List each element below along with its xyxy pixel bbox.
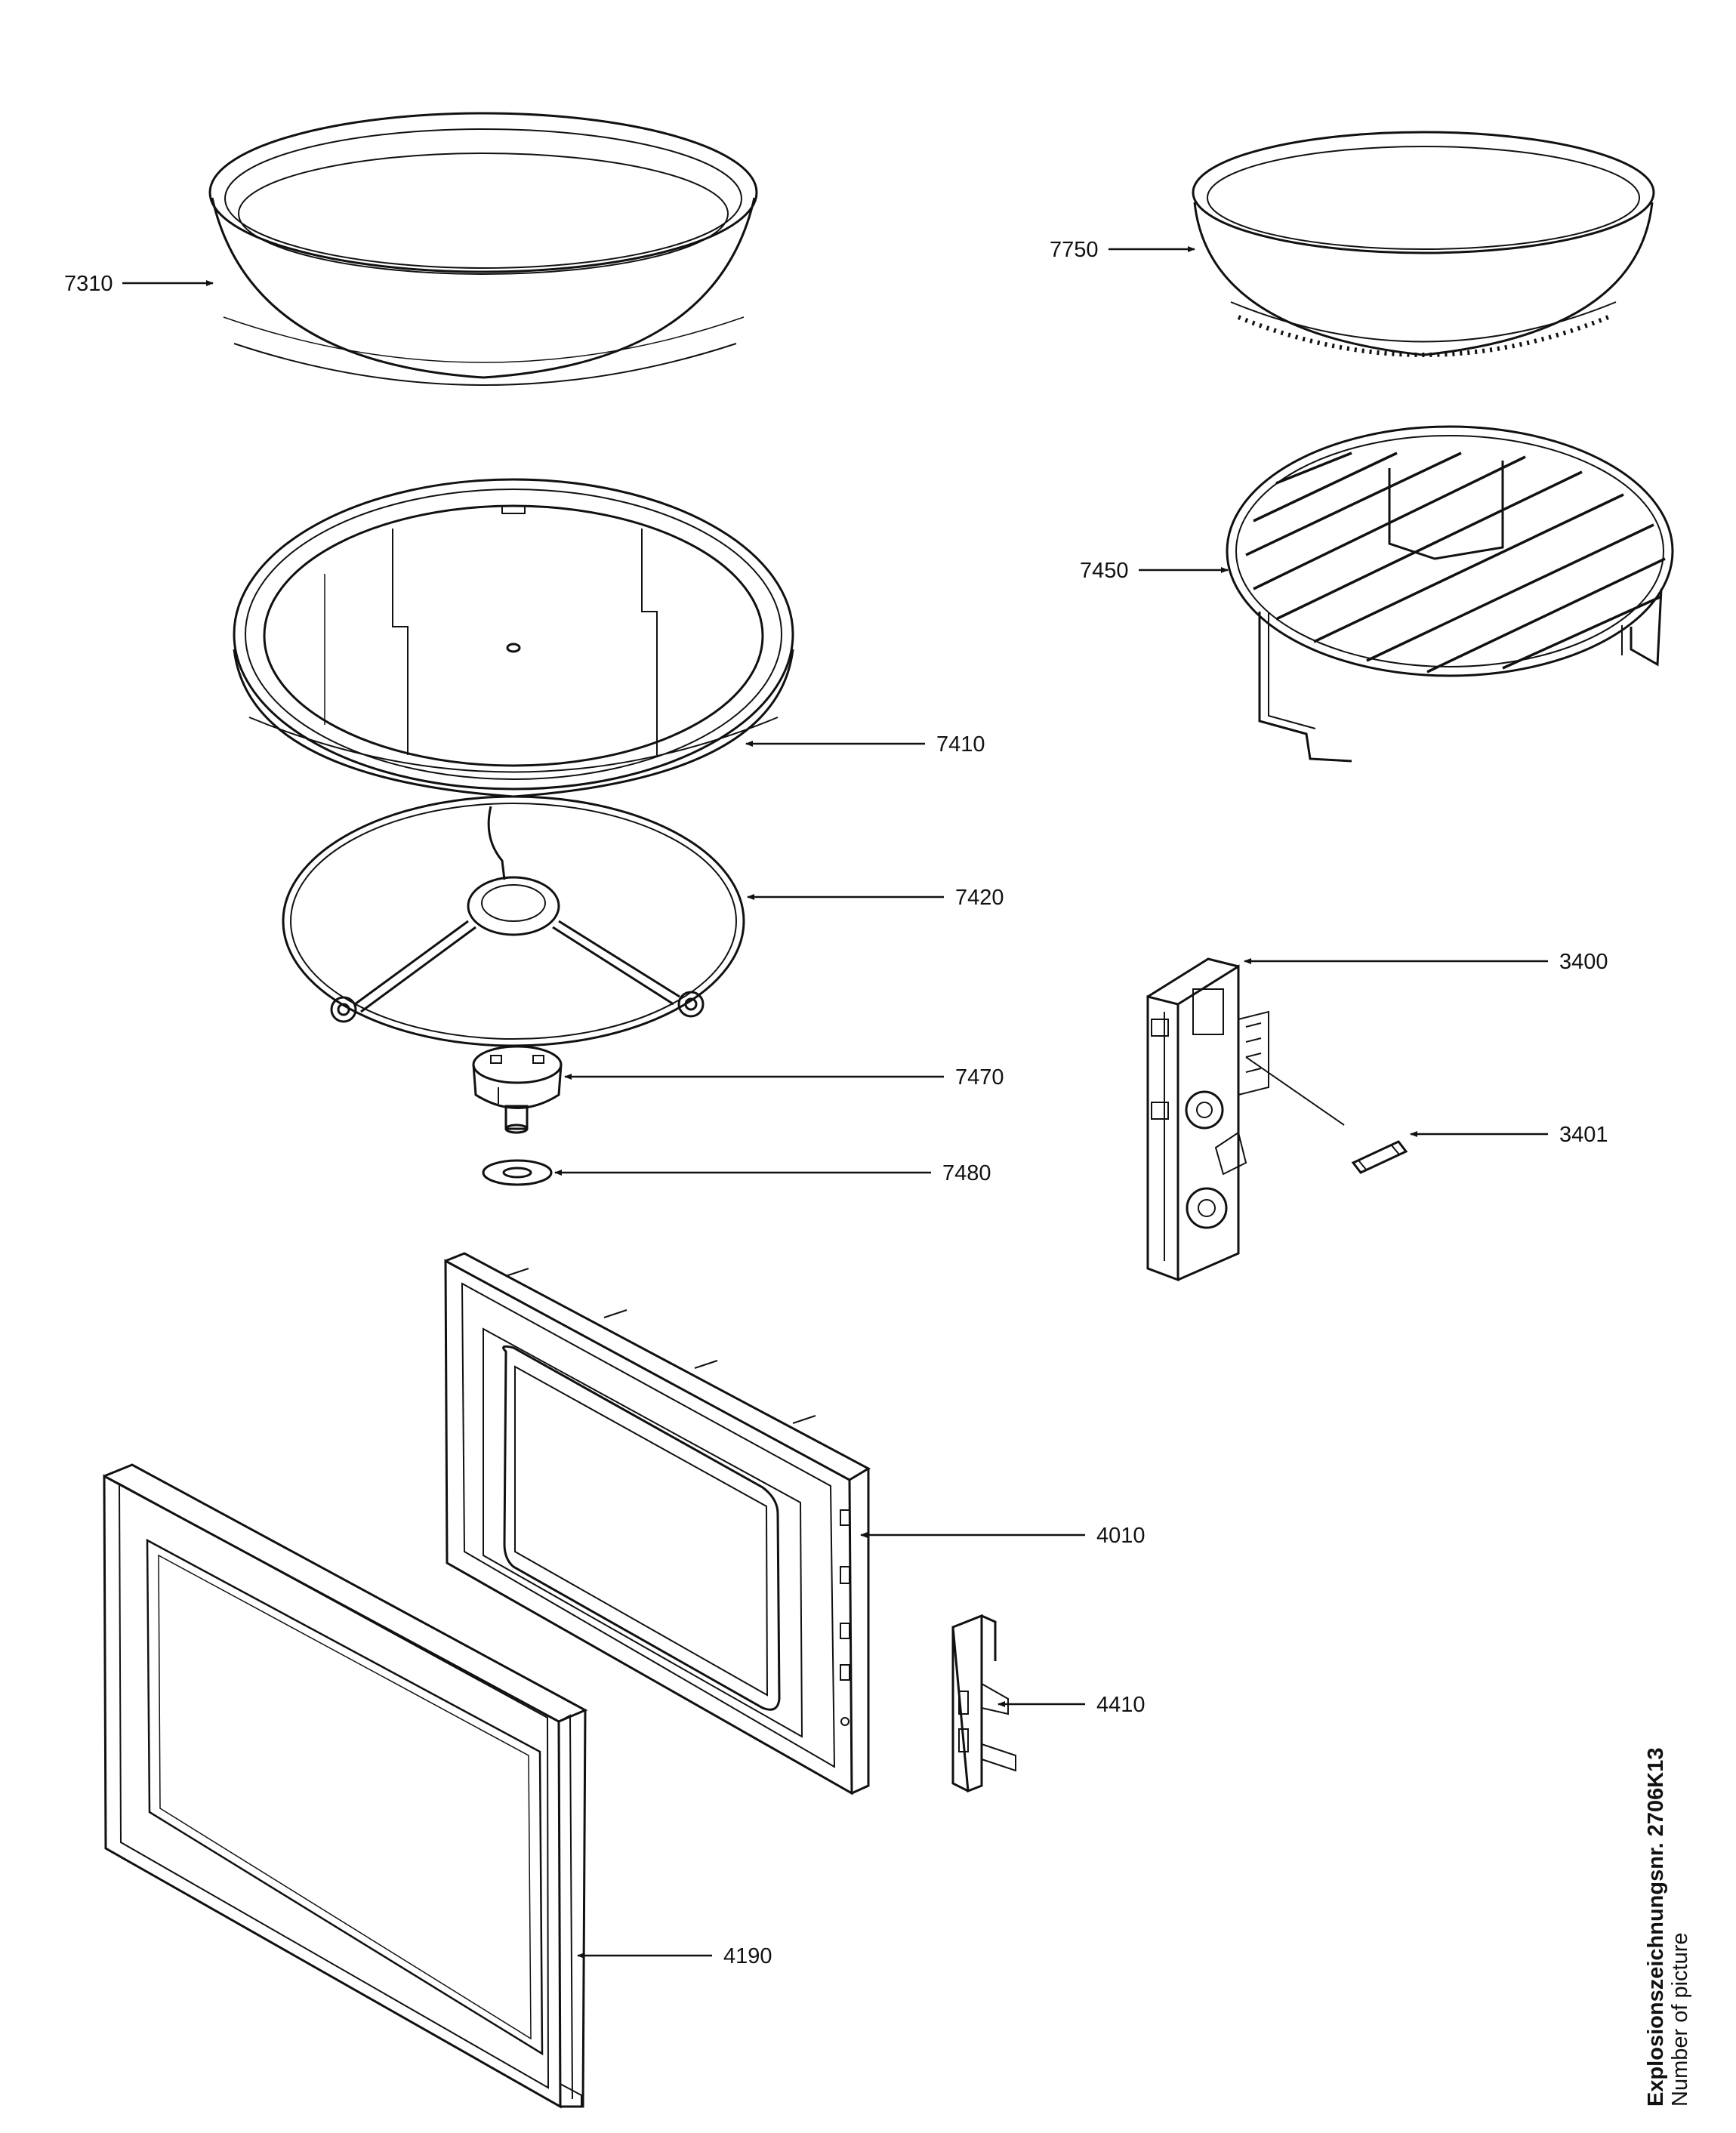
svg-text:4010: 4010 <box>1096 1524 1146 1548</box>
part-3400-control-module <box>1146 957 1345 1282</box>
callout-3401: 3401 <box>1410 1123 1608 1147</box>
part-7410-glass-turntable <box>233 478 794 798</box>
part-7420-roller-ring <box>282 795 745 1047</box>
svg-text:7420: 7420 <box>955 886 1004 910</box>
part-3401-fuse <box>1351 1140 1408 1174</box>
callout-7470: 7470 <box>564 1065 1004 1090</box>
part-7750-baking-tray <box>1192 131 1655 357</box>
part-7480-washer <box>482 1159 553 1186</box>
svg-text:7480: 7480 <box>942 1161 991 1185</box>
part-7470-coupler <box>472 1045 563 1134</box>
callout-7310: 7310 <box>64 272 214 296</box>
svg-text:4190: 4190 <box>723 1944 772 1968</box>
svg-text:7410: 7410 <box>936 732 985 757</box>
callout-7750: 7750 <box>1050 238 1195 262</box>
part-4190-outer-door-panel <box>103 1463 588 2109</box>
callout-4010: 4010 <box>860 1524 1146 1548</box>
callout-4190: 4190 <box>577 1944 772 1968</box>
svg-text:4410: 4410 <box>1096 1693 1146 1717</box>
part-4010-inner-door-frame <box>444 1252 871 1795</box>
part-7450-wire-rack <box>1226 425 1674 763</box>
callout-7410: 7410 <box>745 732 985 757</box>
callout-4410: 4410 <box>998 1693 1146 1717</box>
part-7310-tray <box>208 112 758 386</box>
callout-7450: 7450 <box>1080 559 1229 583</box>
callout-7480: 7480 <box>554 1161 991 1185</box>
svg-text:3401: 3401 <box>1559 1123 1608 1147</box>
part-4410-door-latch <box>951 1614 1016 1793</box>
svg-text:7750: 7750 <box>1050 238 1099 262</box>
drawing-number: Explosionszeichnungsnr. 2706K13 <box>1644 1748 1668 2107</box>
drawing-subtitle: Number of picture <box>1668 1933 1692 2107</box>
callout-7420: 7420 <box>747 886 1004 910</box>
svg-text:7450: 7450 <box>1080 559 1129 583</box>
svg-text:7310: 7310 <box>64 272 113 296</box>
svg-text:7470: 7470 <box>955 1065 1004 1090</box>
svg-text:3400: 3400 <box>1559 950 1608 974</box>
callout-3400: 3400 <box>1244 950 1608 974</box>
drawing-number-footer: Explosionszeichnungsnr. 2706K13 Number o… <box>1644 1748 1692 2107</box>
